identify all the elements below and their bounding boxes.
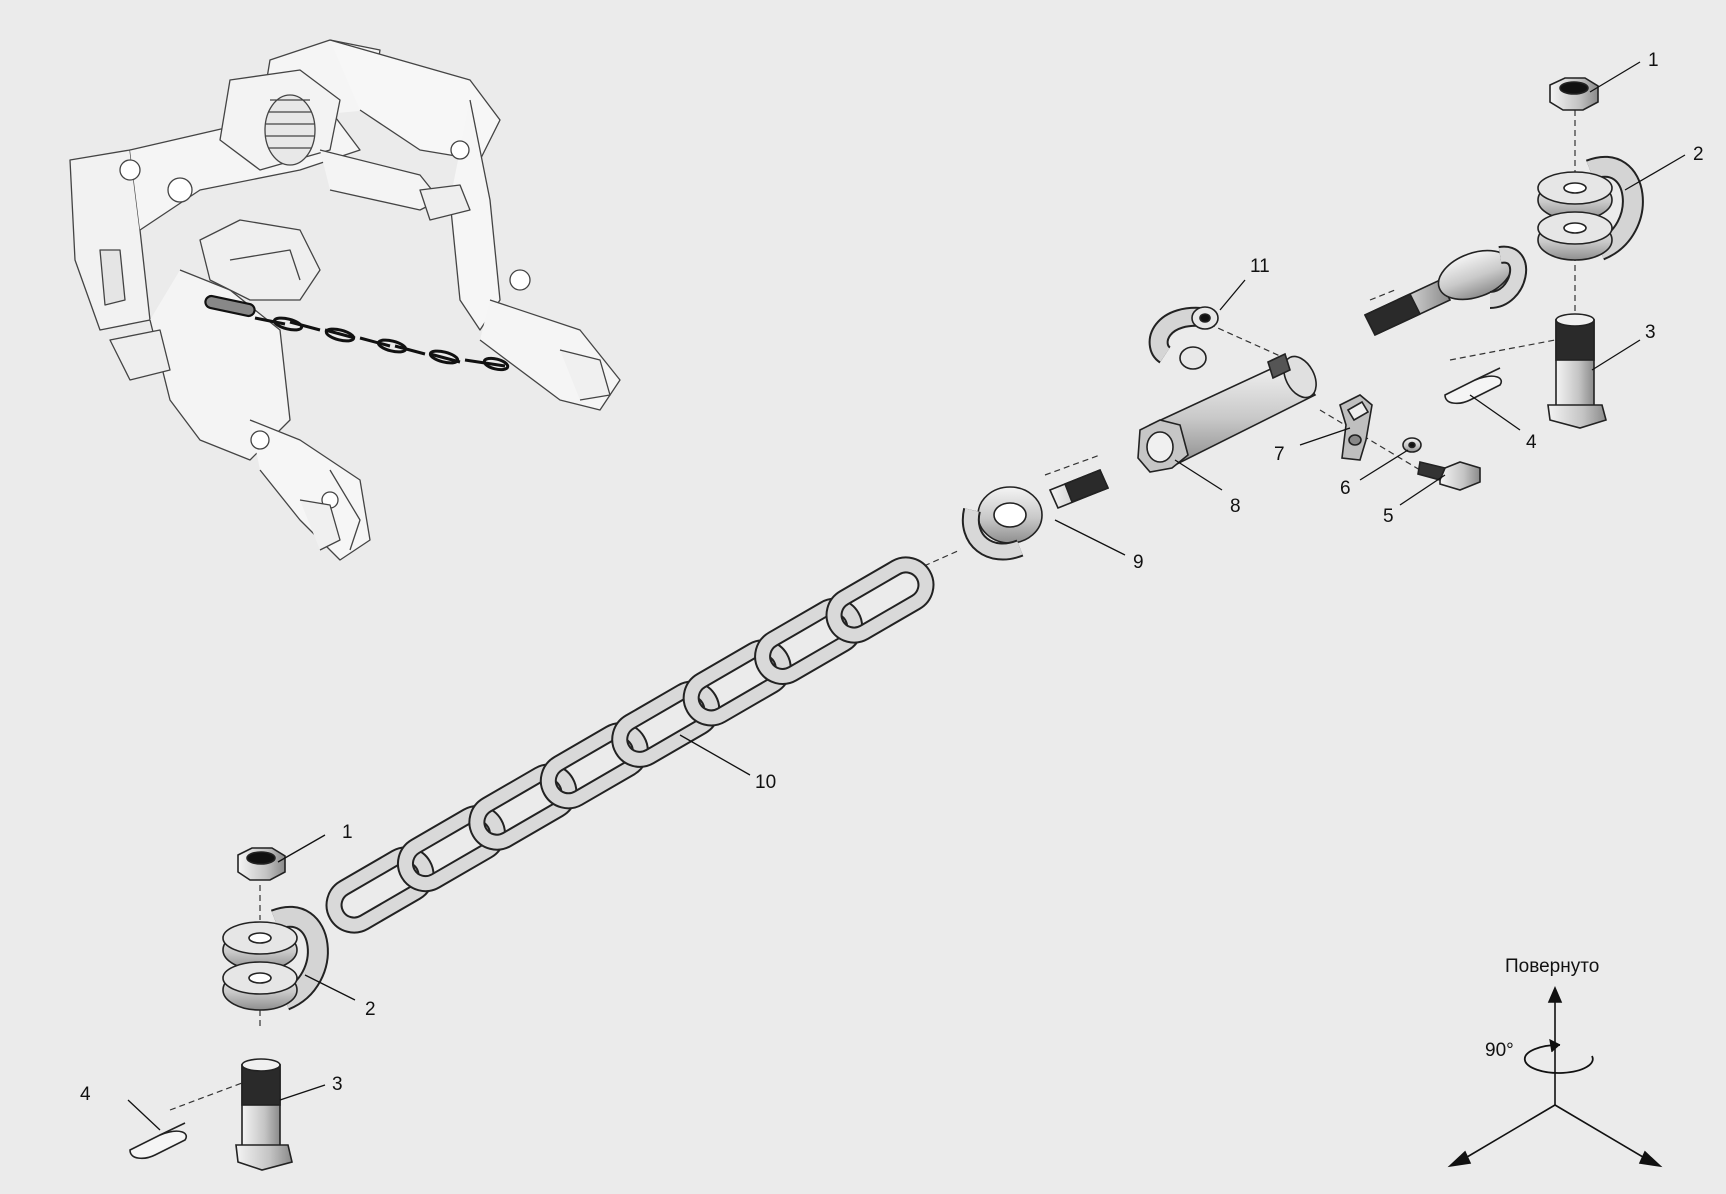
part-3-pin-top (1547, 313, 1607, 429)
part-7-clip (1339, 394, 1373, 461)
tractor-hitch-assembly (69, 39, 621, 561)
callout-9: 9 (1133, 552, 1144, 573)
callout-5: 5 (1383, 506, 1394, 527)
rotation-arrow-icon (1523, 1038, 1594, 1074)
rotation-indicator: Повернуто 90° (1447, 956, 1663, 1168)
part-1-nut-bottom (237, 847, 286, 881)
rotation-axes-icon (1447, 985, 1663, 1168)
part-1-nut-top (1549, 77, 1599, 111)
chain-link (398, 807, 504, 891)
callout-1-top: 1 (1648, 50, 1659, 71)
part-2-shackle-top (1537, 156, 1644, 261)
callout-6: 6 (1340, 478, 1351, 499)
callout-2-bottom: 2 (365, 999, 376, 1020)
upper-eye-bolt (1363, 245, 1527, 337)
part-10-chain (325, 556, 935, 934)
chain-link (756, 599, 862, 683)
callout-10: 10 (755, 772, 776, 793)
chain-link (684, 641, 790, 725)
part-8-tube (1137, 352, 1317, 473)
assembly-lines (169, 110, 1576, 1111)
chain-link (613, 682, 719, 766)
callout-4-top: 4 (1526, 432, 1537, 453)
callout-labels: 1 2 3 4 5 6 7 8 9 10 11 1 2 3 4 (80, 50, 1704, 1105)
part-11-hook (1148, 306, 1219, 370)
callout-3-bottom: 3 (332, 1074, 343, 1095)
part-6-washer (1402, 437, 1422, 453)
chain-link (827, 558, 933, 642)
part-4-cotter-pin-bottom (129, 1122, 187, 1160)
chain-link (327, 848, 433, 932)
part-4-cotter-pin-top (1444, 367, 1502, 405)
rotation-caption: Повернуто (1505, 956, 1599, 977)
rotation-angle-label: 90° (1485, 1040, 1514, 1061)
callout-1-bottom: 1 (342, 822, 353, 843)
part-3-pin-bottom (235, 1058, 293, 1171)
callout-4-bottom: 4 (80, 1084, 91, 1105)
callout-2-top: 2 (1693, 144, 1704, 165)
callout-8: 8 (1230, 496, 1241, 517)
callout-7: 7 (1274, 444, 1285, 465)
part-2-shackle-bottom (222, 906, 329, 1011)
chain-link (470, 765, 576, 849)
chain-link (541, 724, 647, 808)
part-5-bolt (1417, 461, 1481, 491)
part-9-eye-bolt (961, 468, 1110, 561)
callout-3-top: 3 (1645, 322, 1656, 343)
callout-11: 11 (1250, 256, 1270, 277)
leader-lines (127, 61, 1686, 1131)
